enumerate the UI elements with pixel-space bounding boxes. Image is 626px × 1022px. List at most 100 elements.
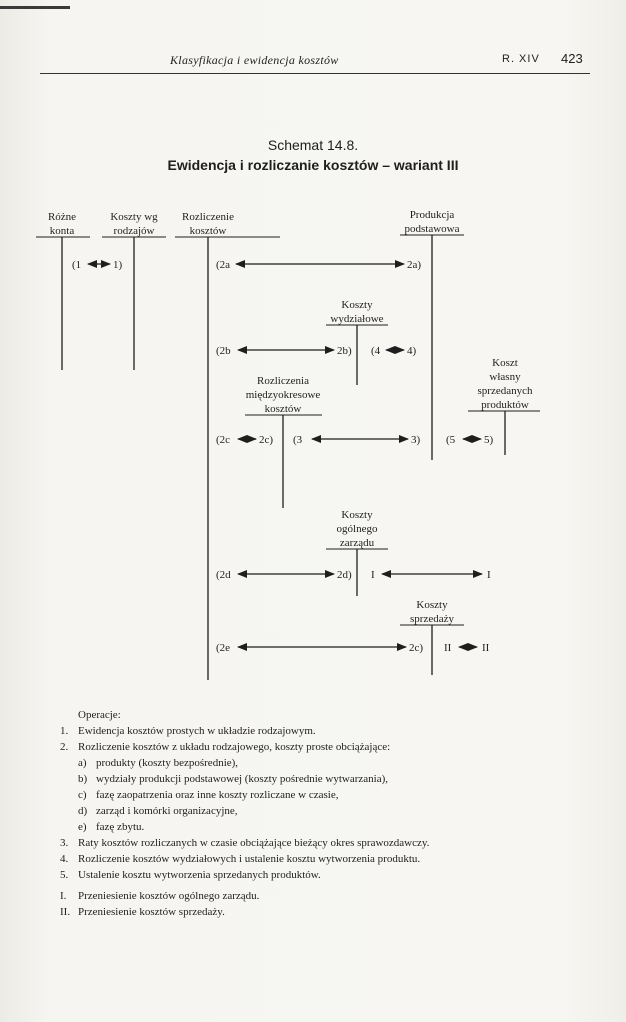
header-rule [40,73,590,74]
account-label: produktów [481,399,529,411]
account-label: Koszty [341,509,373,521]
account-label: Koszt [492,357,518,369]
scheme-title: Ewidencja i rozliczanie kosztów – warian… [167,157,459,173]
legend-item: 5. Ustalenie kosztu wytworzenia sprzedan… [56,867,576,883]
entry-label: (2e [216,642,230,654]
legend-number: 5. [60,869,69,881]
account-label: Koszty [341,299,373,311]
entry-2a: (2a 2a) [216,259,421,271]
legend-item: 1. Ewidencja kosztów prostych w układzie… [56,723,576,739]
entry-4: (4 4) [371,345,417,357]
scheme-number: Schemat 14.8. [267,137,359,153]
legend-text: Przeniesienie kosztów sprzedaży. [78,906,225,918]
legend-item: 4. Rozliczenie kosztów wydziałowych i us… [56,851,576,867]
legend-subitem: c) fazę zaopatrzenia oraz inne koszty ro… [56,787,576,803]
legend-subitem: a) produkty (koszty bezpośrednie), [56,755,576,771]
running-title: Klasyfikacja i ewidencja kosztów [170,53,339,67]
legend-item: 3. Raty kosztów rozliczanych w czasie ob… [56,835,576,851]
entry-II: II II [444,642,490,654]
legend-letter: b) [78,773,88,785]
entry-label: (5 [446,434,456,446]
account-label: sprzedanych [478,385,533,397]
account-label: Koszty [416,599,448,611]
entry-1: (1 1) [72,259,123,271]
entry-label: I [487,569,491,581]
account-label: sprzedaży [410,613,454,625]
accounting-diagram: Różne konta Koszty wg rodzajów Rozliczen… [36,209,540,680]
corner-mark [0,6,70,9]
operations-legend: Operacje: 1. Ewidencja kosztów prostych … [56,707,576,920]
legend-letter: c) [78,789,87,801]
entry-label: (2d [216,569,231,581]
entry-2d: (2d 2d) [216,569,352,581]
legend-number: I. [60,890,67,902]
entry-label: (2c [216,434,230,446]
chapter-mark: R. XIV [502,53,540,65]
account-rozliczenie-kosztow: Rozliczenie kosztów [175,211,280,680]
legend-letter: e) [78,821,87,833]
entry-label: II [444,642,452,654]
legend-item: II. Przeniesienie kosztów sprzedaży. [56,904,576,920]
legend-text: produkty (koszty bezpośrednie), [96,757,239,769]
legend-letter: a) [78,757,87,769]
entry-I: I I [371,569,491,581]
account-label: Rozliczenie [182,211,234,223]
legend-letter: d) [78,805,88,817]
entry-2c: (2c 2c) [216,434,273,446]
account-label: Różne [48,211,76,223]
page-number: 423 [561,51,583,66]
account-label: Koszty wg [110,211,158,223]
entry-label: 5) [484,434,494,446]
entry-label: 2d) [337,569,352,581]
account-koszty-ogolnego-zarzadu: Koszty ogólnego zarządu [326,509,388,596]
account-label: zarządu [340,537,375,549]
legend-number: II. [60,906,71,918]
legend-subitem: d) zarząd i komórki organizacyjne, [56,803,576,819]
running-header: Klasyfikacja i ewidencja kosztów R. XIV … [40,50,590,72]
account-label: rodzajów [114,225,155,237]
legend-text: Rozliczenie kosztów wydziałowych i ustal… [78,853,421,865]
entry-label: 3) [411,434,421,446]
legend-text: Ewidencja kosztów prostych w układzie ro… [78,725,316,737]
account-koszty-sprzedazy: Koszty sprzedaży [400,599,464,675]
account-label: międzyokresowe [246,389,321,401]
entry-3: (3 3) [293,434,421,446]
account-rozne-konta: Różne konta [36,211,90,370]
account-koszty-wydzialowe: Koszty wydziałowe [326,299,388,385]
legend-text: Ustalenie kosztu wytworzenia sprzedanych… [78,869,321,881]
legend-item: I. Przeniesienie kosztów ogólnego zarząd… [56,888,576,904]
entry-label: 2a) [407,259,421,271]
account-rozliczenia-miedzyokresowe: Rozliczenia międzyokresowe kosztów [245,375,322,508]
legend-subitem: b) wydziały produkcji podstawowej (koszt… [56,771,576,787]
account-label: wydziałowe [330,313,383,325]
entry-label: (2a [216,259,230,271]
entry-label: (2b [216,345,231,357]
account-label: podstawowa [405,223,460,235]
account-label: Rozliczenia [257,375,309,387]
legend-text: wydziały produkcji podstawowej (koszty p… [96,773,389,785]
entry-label: II [482,642,490,654]
account-label: kosztów [265,403,302,415]
account-label: Produkcja [410,209,455,221]
entry-label: 2b) [337,345,352,357]
entry-5: (5 5) [446,434,494,446]
legend-number: 1. [60,725,69,737]
account-label: własny [489,371,521,383]
entry-label: I [371,569,375,581]
legend-number: 3. [60,837,69,849]
legend-number: 2. [60,741,69,753]
legend-text: Przeniesienie kosztów ogólnego zarządu. [78,890,260,902]
account-produkcja-podstawowa: Produkcja podstawowa [400,209,464,460]
legend-heading: Operacje: [78,709,121,721]
entry-label: 2c) [409,642,423,654]
entry-label: 2c) [259,434,273,446]
account-label: konta [50,225,75,237]
entry-label: (1 [72,259,81,271]
account-label: ogólnego [337,523,378,535]
entry-label: (3 [293,434,303,446]
entry-label: 4) [407,345,417,357]
legend-text: Raty kosztów rozliczanych w czasie obcią… [78,837,430,849]
legend-text: fazę zbytu. [96,821,145,833]
entry-2b: (2b 2b) [216,345,352,357]
